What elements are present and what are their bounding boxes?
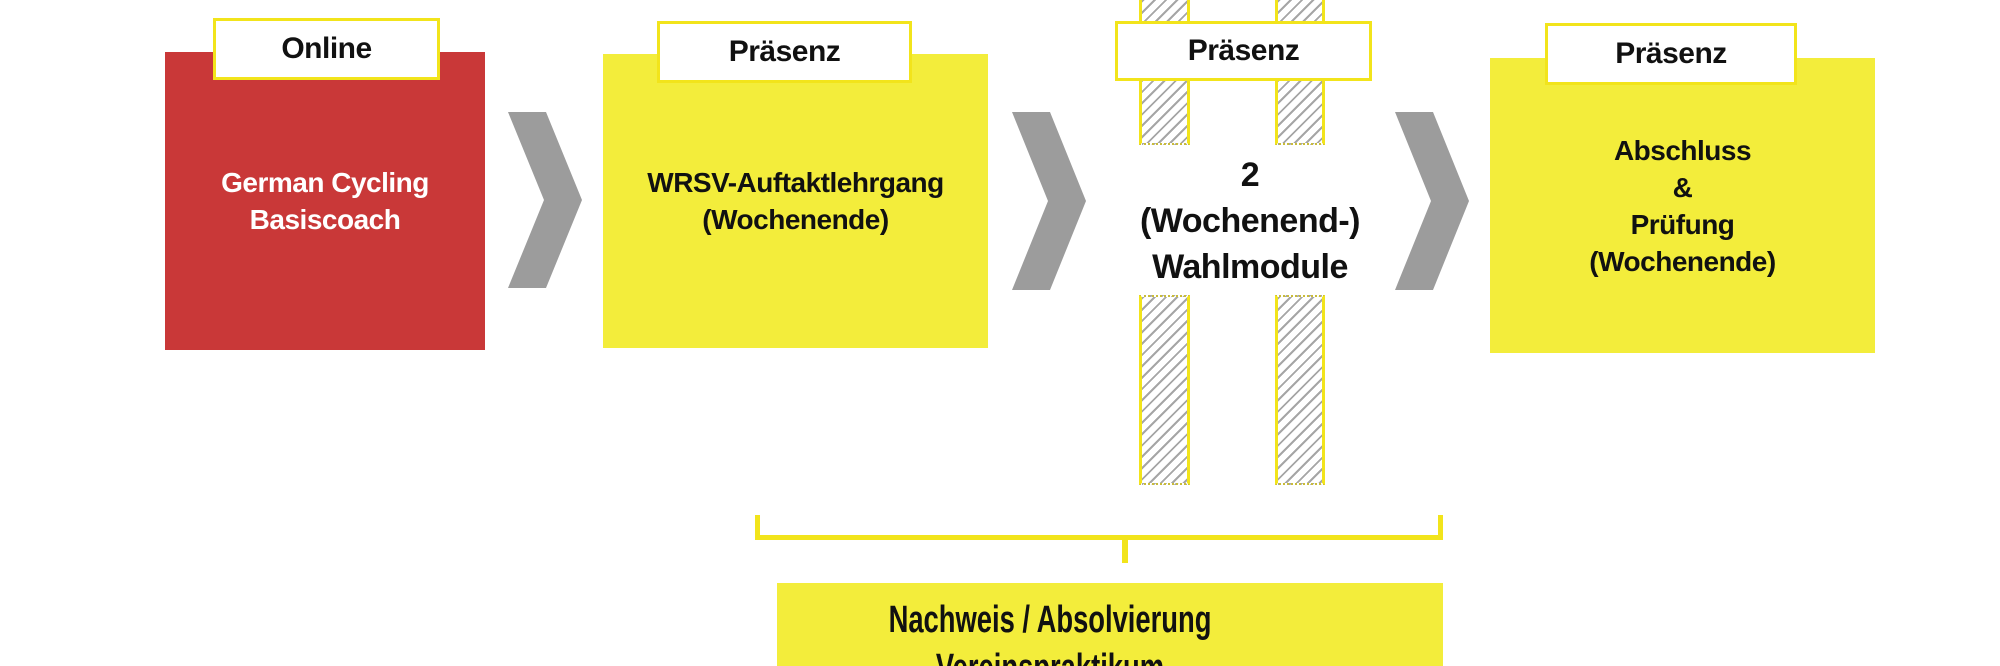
step-text-wahlmodule: 2 (Wochenend-) Wahlmodule [1080, 152, 1420, 290]
mode-tag-online: Online [213, 18, 440, 80]
step-text-line: (Wochenende) [702, 204, 889, 235]
mode-tag-label: Präsenz [1187, 34, 1300, 67]
mode-tag-praesenz-1: Präsenz [657, 21, 912, 83]
step-box-german-cycling-basiscoach: German Cycling Basiscoach [165, 52, 485, 350]
note-text-line: Vereinspraktikum [810, 644, 1290, 666]
underbrace [755, 515, 1443, 540]
mode-tag-label: Präsenz [1615, 37, 1727, 70]
step-text-line: Prüfung [1630, 208, 1735, 240]
step-text-line: WRSV-Auftaktlehrgang [647, 167, 944, 198]
hatched-module-column [1275, 295, 1325, 485]
mode-tag-praesenz-3: Präsenz [1545, 23, 1797, 85]
chevron-right-icon [1395, 112, 1469, 290]
step-text-line: & [1672, 171, 1693, 203]
mode-tag-label: Online [281, 32, 372, 65]
mode-tag-label: Präsenz [728, 35, 841, 68]
underbrace-center-tick [1122, 537, 1128, 563]
step-box-abschluss-pruefung: Abschluss & Prüfung (Wochenende) [1490, 58, 1875, 353]
vereinspraktikum-note-text: Nachweis / Absolvierung Vereinspraktikum [810, 583, 1290, 666]
step-box-wrsv-auftaktlehrgang: WRSV-Auftaktlehrgang (Wochenende) [603, 54, 988, 348]
chevron-right-icon [508, 112, 582, 288]
vereinspraktikum-note-box: Nachweis / Absolvierung Vereinspraktikum [777, 583, 1443, 666]
step-text-line: Wahlmodule [1152, 248, 1348, 286]
hatched-module-column [1139, 295, 1190, 485]
step-text-line: (Wochenend-) [1139, 202, 1361, 240]
note-text-line: Nachweis / Absolvierung [888, 599, 1212, 641]
step-text-line: Abschluss [1613, 134, 1752, 166]
mode-tag-praesenz-2: Präsenz [1115, 21, 1372, 81]
step-text-line: 2 [1240, 156, 1260, 194]
chevron-right-icon [1012, 112, 1086, 290]
step-text-line: German Cycling [221, 167, 429, 198]
step-text-line: Basiscoach [249, 204, 401, 235]
step-text-line: (Wochenende) [1589, 245, 1776, 277]
